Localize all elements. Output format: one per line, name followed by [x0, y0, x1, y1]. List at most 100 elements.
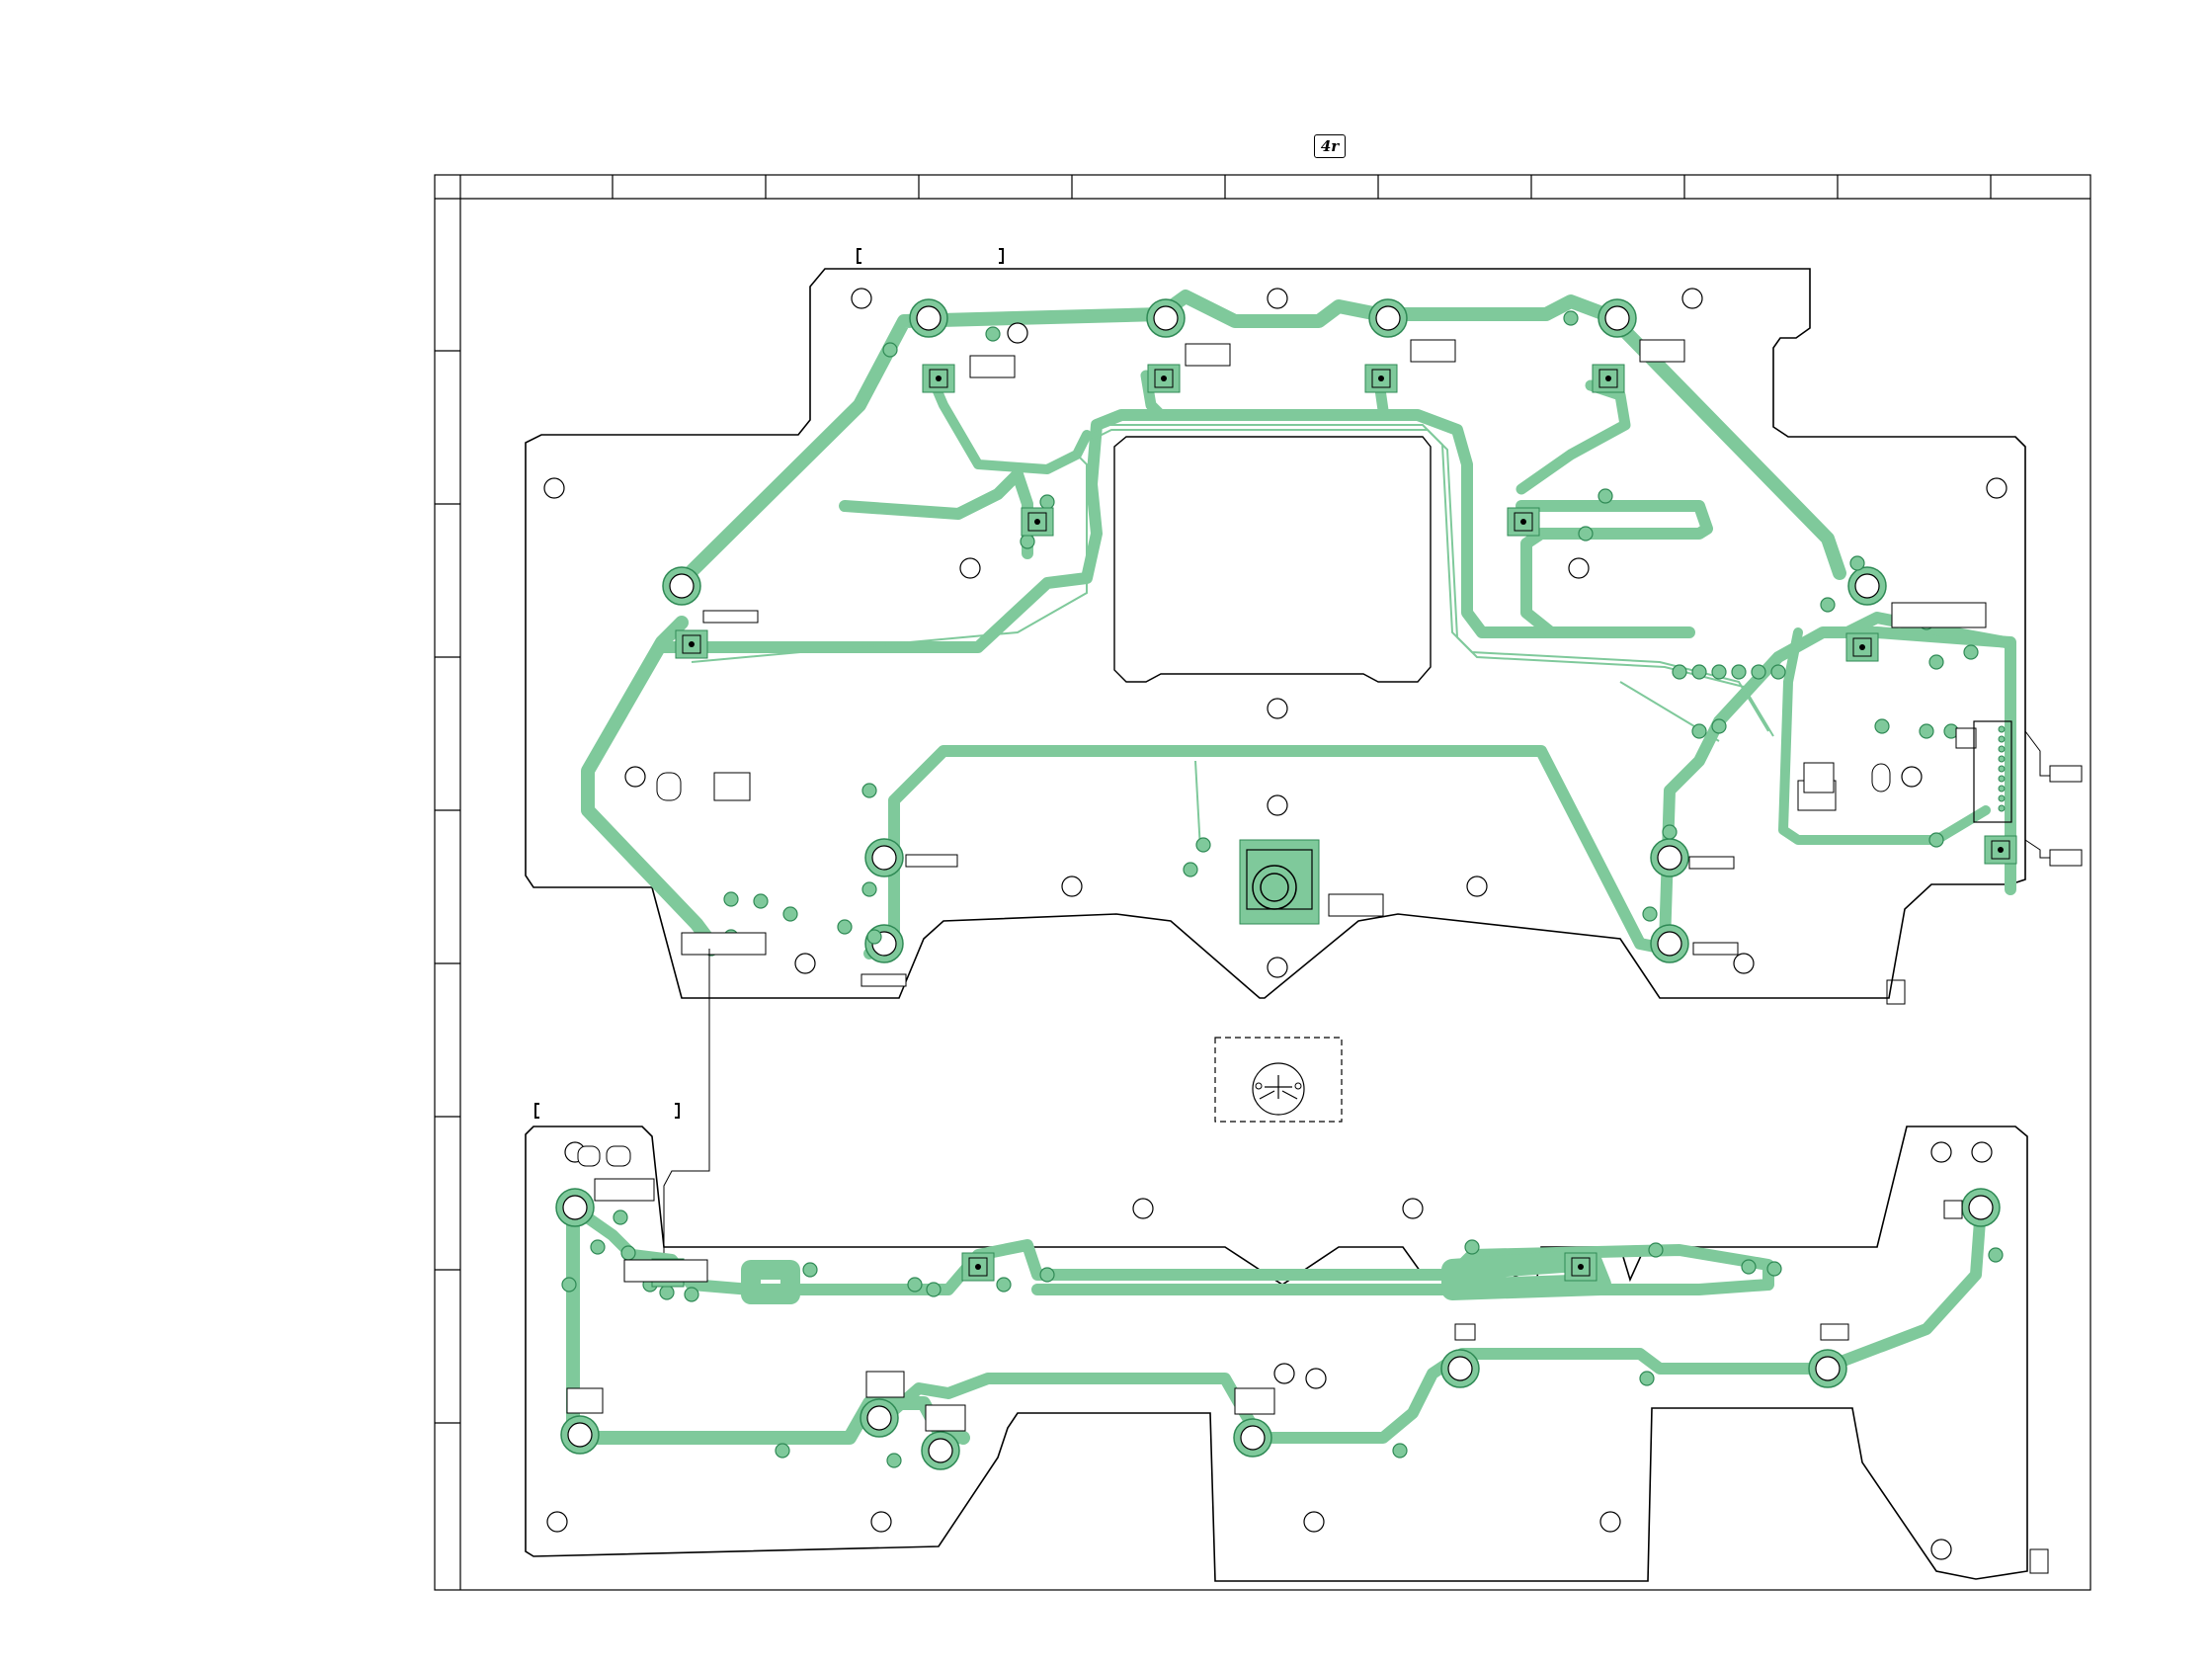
ic-pin — [1520, 519, 1526, 525]
slot-cutout — [657, 773, 681, 800]
mounting-hole — [1987, 478, 2007, 498]
connector-pin — [1999, 766, 2005, 772]
connector-pin — [1999, 795, 2005, 801]
key-pad-hole — [670, 574, 694, 598]
solder-pad — [1564, 311, 1578, 325]
component-label-box — [567, 1388, 603, 1413]
solder-pad — [621, 1246, 635, 1260]
solder-pad — [1692, 665, 1706, 679]
key-pad-hole — [1658, 846, 1681, 870]
solder-pad — [1742, 1260, 1756, 1274]
mounting-hole — [1682, 289, 1702, 308]
component-label-box — [1640, 340, 1684, 362]
component-label-box — [1821, 1324, 1848, 1340]
mounting-hole — [795, 954, 815, 973]
solder-pad — [1663, 825, 1677, 839]
key-pad-hole — [563, 1196, 587, 1219]
solder-pad — [591, 1240, 605, 1254]
connector-pin — [1999, 756, 2005, 762]
mounting-hole — [1403, 1199, 1423, 1218]
component-label-box — [624, 1260, 707, 1282]
component-label-box — [926, 1405, 965, 1431]
solder-pad — [1929, 655, 1943, 669]
solder-pad — [1920, 724, 1933, 738]
solder-pad — [1929, 833, 1943, 847]
solder-pad — [562, 1278, 576, 1292]
solder-pad — [1673, 665, 1686, 679]
ic-pin — [975, 1264, 981, 1270]
solder-pad — [1752, 665, 1765, 679]
key-pad-hole — [929, 1439, 952, 1462]
solder-pad — [838, 920, 852, 934]
slot-cutout — [1872, 764, 1890, 792]
mounting-hole — [625, 767, 645, 787]
slot-cutout — [578, 1146, 600, 1166]
solder-pad — [1712, 665, 1726, 679]
solder-pad — [1692, 724, 1706, 738]
solder-pad — [883, 343, 897, 357]
switch-symbol-icon — [1215, 1038, 1342, 1122]
solder-pad — [862, 882, 876, 896]
solder-pad — [1732, 665, 1746, 679]
solder-pad — [1850, 556, 1864, 570]
mounting-hole — [1972, 1142, 1992, 1162]
mounting-hole — [1467, 876, 1487, 896]
solder-pad — [660, 1286, 674, 1299]
component-label-box — [1411, 340, 1455, 362]
mounting-hole — [871, 1512, 891, 1532]
key-pad-hole — [867, 1406, 891, 1430]
solder-pad — [614, 1210, 627, 1224]
lower-board-bracket — [535, 1104, 679, 1118]
solder-pad — [1040, 495, 1054, 509]
sony-logo-icon: 4r — [1314, 134, 1346, 158]
mounting-hole — [1268, 958, 1287, 977]
upper-board-bracket — [858, 249, 1003, 263]
mounting-hole — [960, 558, 980, 578]
component-label-box — [1235, 1388, 1274, 1414]
component-label-box — [595, 1179, 654, 1201]
solder-pad — [803, 1263, 817, 1277]
ic-pin — [1998, 847, 2004, 853]
mounting-hole — [1304, 1512, 1324, 1532]
solder-pad — [1465, 1240, 1479, 1254]
connector-pin — [1999, 746, 2005, 752]
component-label-box — [1892, 603, 1986, 627]
mounting-hole — [544, 478, 564, 498]
connector-pin — [1999, 805, 2005, 811]
component-label-box — [1956, 728, 1976, 748]
solder-pad — [724, 892, 738, 906]
mounting-hole — [852, 289, 871, 308]
upper-board-cutout — [1114, 437, 1431, 682]
solder-pad — [1964, 645, 1978, 659]
component-label-box — [1455, 1324, 1475, 1340]
lower-copper-traces — [573, 1208, 1981, 1438]
mounting-hole — [547, 1512, 567, 1532]
connector-pin — [1999, 736, 2005, 742]
mounting-hole — [1274, 1364, 1294, 1383]
key-pad-hole — [1376, 306, 1400, 330]
mounting-hole — [1268, 289, 1287, 308]
component-label-box — [1804, 763, 1834, 792]
component-label-box — [1944, 1201, 1962, 1218]
lower-board-outline — [526, 1126, 2027, 1581]
encoder-component — [1240, 840, 1319, 924]
solder-pad — [1643, 907, 1657, 921]
ic-pin — [689, 641, 695, 647]
solder-pad — [1040, 1268, 1054, 1282]
component-label-box — [1689, 857, 1734, 869]
solder-pad — [1021, 535, 1034, 548]
ic-pin — [1161, 375, 1167, 381]
key-pad-hole — [1605, 306, 1629, 330]
solder-pad — [997, 1278, 1011, 1292]
lower-pads — [547, 1142, 2003, 1559]
mounting-hole — [1600, 1512, 1620, 1532]
ic-pin — [1378, 375, 1384, 381]
ic-pin — [1034, 519, 1040, 525]
mounting-hole — [1569, 558, 1589, 578]
solder-pad — [685, 1288, 698, 1301]
component-label-box — [866, 1372, 904, 1397]
solder-pad — [986, 327, 1000, 341]
ic-pin — [1605, 375, 1611, 381]
